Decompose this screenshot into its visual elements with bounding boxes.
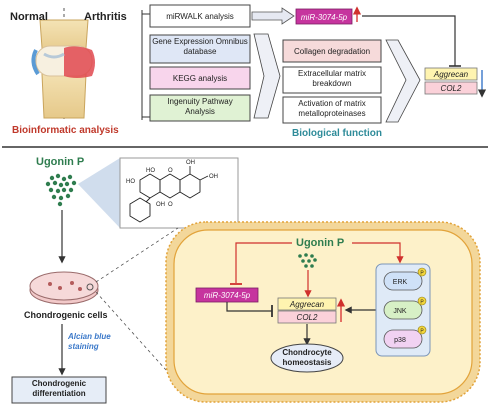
aggrecan-label: Aggrecan	[433, 70, 469, 79]
database-label: miRWALK analysis	[166, 12, 234, 21]
atom-label: OH	[156, 202, 165, 208]
mirna-to-aggrecan-line	[226, 302, 272, 312]
col2-label: COL2	[441, 84, 462, 93]
database-bracket	[141, 10, 150, 120]
cell-col2-label: COL2	[297, 313, 318, 322]
database-box-geo: Gene Expression Omnibus database	[149, 34, 251, 64]
differentiation-label: Chondrogenic differentiation	[31, 379, 87, 398]
zoom-line-top	[95, 227, 179, 283]
knee-joint-icon	[31, 8, 95, 120]
mirna-box	[295, 8, 353, 25]
phospho-icon	[417, 325, 427, 335]
petri-dish-icon	[29, 271, 99, 305]
function-box-collagen: Collagen degradation	[282, 39, 382, 63]
biological-function-label: Biological function	[292, 128, 382, 139]
kinase-label: p38	[394, 337, 406, 344]
phospho-icon	[417, 296, 427, 306]
cell-aggrecan-box	[277, 297, 337, 311]
kinase-label: JNK	[393, 308, 407, 315]
chemical-structure-icon	[129, 166, 209, 223]
function-to-target-chevron	[385, 39, 421, 123]
kinase-jnk: JNK P	[383, 296, 427, 320]
database-box-ipa: Ingenuity Pathway Analysis	[149, 94, 251, 122]
mirna-label: miR-3074-5p	[301, 13, 348, 22]
database-label: Ingenuity Pathway Analysis	[167, 97, 233, 116]
ugonin-inhibit-mirna-line	[235, 242, 292, 283]
function-label: Activation of matrix metalloproteinases	[298, 99, 366, 118]
zoom-line-bottom	[95, 291, 167, 371]
analysis-to-function-chevron	[253, 33, 281, 119]
chondrogenic-cells-label: Chondrogenic cells	[24, 310, 108, 320]
cell-compound-particles-icon	[298, 253, 317, 268]
function-label: Extracellular matrix breakdown	[297, 69, 366, 88]
compound-particles-icon	[45, 173, 77, 207]
alcian-blue-label: Alcian blue staining	[68, 332, 111, 351]
atom-label: OH	[209, 174, 218, 180]
ugonin-to-kinase-arrow	[352, 242, 404, 264]
atom-label: HO	[126, 179, 135, 185]
cell-ugonin-p-label: Ugonin P	[296, 237, 344, 249]
database-label: Gene Expression Omnibus database	[152, 37, 248, 56]
kinase-erk: ERK P	[383, 267, 427, 291]
molecule-callout-wedge	[78, 158, 120, 228]
differentiation-box	[11, 376, 107, 404]
database-box-mirwalk: miRWALK analysis	[149, 4, 251, 28]
cell-mirna-label: miR-3074-5p	[204, 291, 251, 300]
cell-aggrecan-label: Aggrecan	[289, 300, 325, 309]
atom-label: O	[168, 168, 173, 174]
kinase-label: ERK	[393, 279, 408, 286]
normal-label: Normal	[10, 11, 48, 23]
atom-label: O	[168, 202, 173, 208]
mirwalk-to-mirna-arrow	[251, 7, 295, 25]
aggrecan-box	[424, 67, 478, 81]
kinase-p38: p38 P	[383, 325, 427, 349]
function-box-mmp: Activation of matrix metalloproteinases	[282, 96, 382, 124]
col2-box	[424, 81, 478, 95]
phospho-label: P	[420, 300, 424, 306]
ugonin-p-label: Ugonin P	[36, 156, 84, 168]
database-label: KEGG analysis	[173, 74, 227, 83]
phospho-icon	[417, 267, 427, 277]
mirna-inhibit-line	[362, 15, 456, 66]
phospho-label: P	[420, 329, 424, 335]
database-box-kegg: KEGG analysis	[149, 66, 251, 90]
bottom-panel: Ugonin P OH OH HO HO O OH O	[11, 156, 481, 404]
atom-label: OH	[186, 160, 195, 166]
cell-col2-box	[277, 310, 337, 324]
atom-label: HO	[146, 168, 155, 174]
top-panel: Normal Arthritis Bioinformatic analysis …	[10, 4, 487, 139]
arthritis-label: Arthritis	[84, 11, 127, 23]
function-label: Collagen degradation	[294, 47, 370, 56]
function-box-ecm: Extracellular matrix breakdown	[282, 66, 382, 94]
bioinformatic-analysis-label: Bioinformatic analysis	[12, 125, 119, 136]
phospho-label: P	[420, 271, 424, 277]
homeostasis-label: Chondrocyte homeostasis	[282, 348, 332, 367]
homeostasis-oval	[270, 343, 344, 373]
